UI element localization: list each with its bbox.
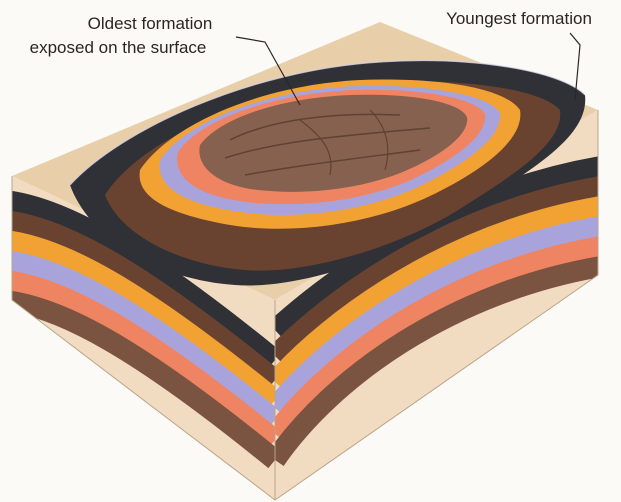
youngest-formation-label: Youngest formation: [446, 9, 592, 28]
oldest-formation-label-line1: Oldest formation: [88, 14, 213, 33]
oldest-formation-label-line2: exposed on the surface: [30, 38, 207, 57]
